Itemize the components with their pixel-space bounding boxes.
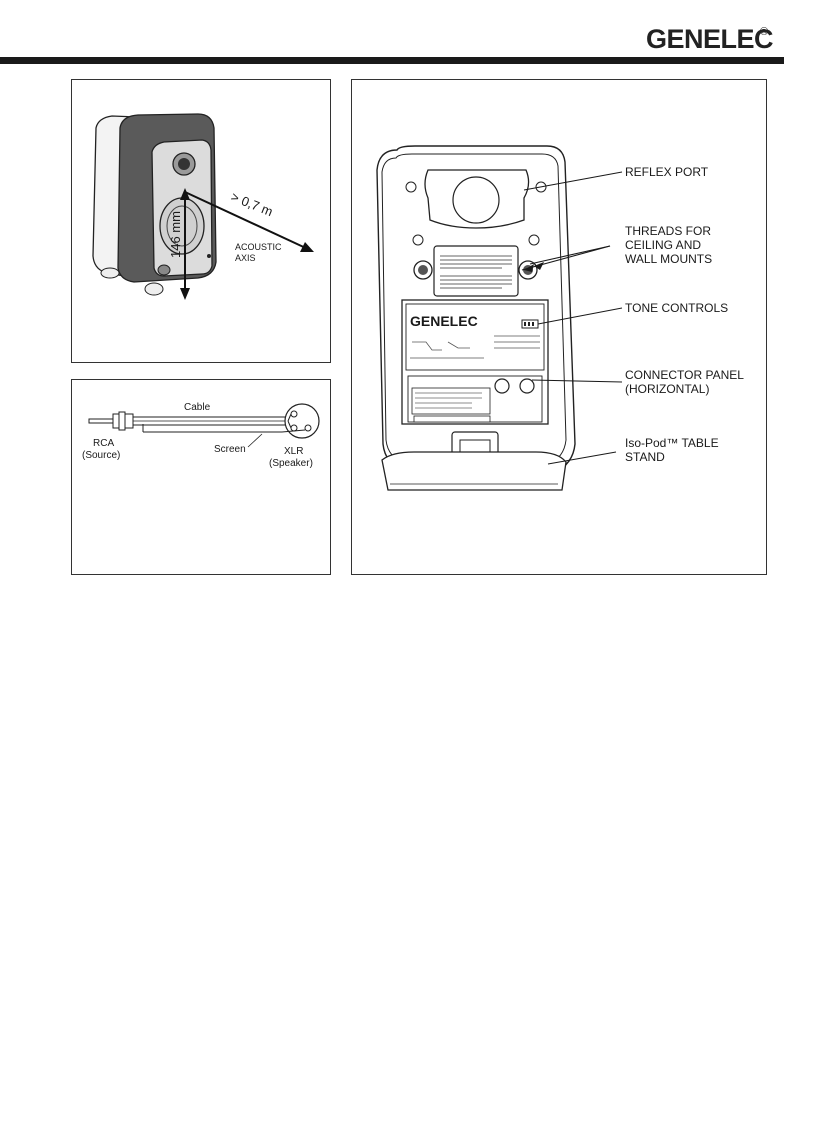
rca-sub-label: (Source) [82,450,120,461]
speaker-front-drawing: 146 mm > 0,7 m ACOUSTIC AXIS [72,80,330,362]
header-rule [0,57,784,64]
brand-logo: GENELEC [646,24,773,55]
screw [413,235,423,245]
callout-tone-controls: TONE CONTROLS [625,301,728,315]
callout-iso-pod: Iso-Pod™ TABLE STAND [625,436,719,464]
speaker-front-figure: 146 mm > 0,7 m ACOUSTIC AXIS [71,79,331,363]
xlr-sub-label: (Speaker) [269,458,313,469]
xlr-input [520,379,534,393]
panel-brand: GENELEC [410,313,478,329]
screw [406,182,416,192]
screw [529,235,539,245]
registered-mark: ® [760,26,768,38]
speaker-rear-drawing: GENELEC [352,80,766,574]
warning-label [434,246,518,296]
xlr-connector [285,404,319,438]
xlr-label: XLR [284,446,303,457]
callout-threads: THREADS FOR CEILING AND WALL MOUNTS [625,224,712,266]
cable-wiring-figure: Cable RCA (Source) Screen XLR (Speaker) [71,379,331,575]
callout-connector-panel: CONNECTOR PANEL (HORIZONTAL) [625,368,744,396]
acoustic-axis-label-2: AXIS [235,253,256,263]
rca-plug-pin [89,419,113,423]
speaker-foot [101,268,119,278]
screen-label: Screen [214,444,246,455]
speaker-rear-figure: GENELEC [351,79,767,575]
rca-label: RCA [93,438,114,449]
acoustic-axis-label-1: ACOUSTIC [235,242,282,252]
callout-reflex-port: REFLEX PORT [625,165,708,179]
cable-label: Cable [184,402,211,413]
dimension-label: 146 mm [168,211,183,258]
xlr-input [495,379,509,393]
speaker-foot [145,283,163,295]
cable-wiring-drawing: Cable RCA (Source) Screen XLR (Speaker) [72,380,330,574]
